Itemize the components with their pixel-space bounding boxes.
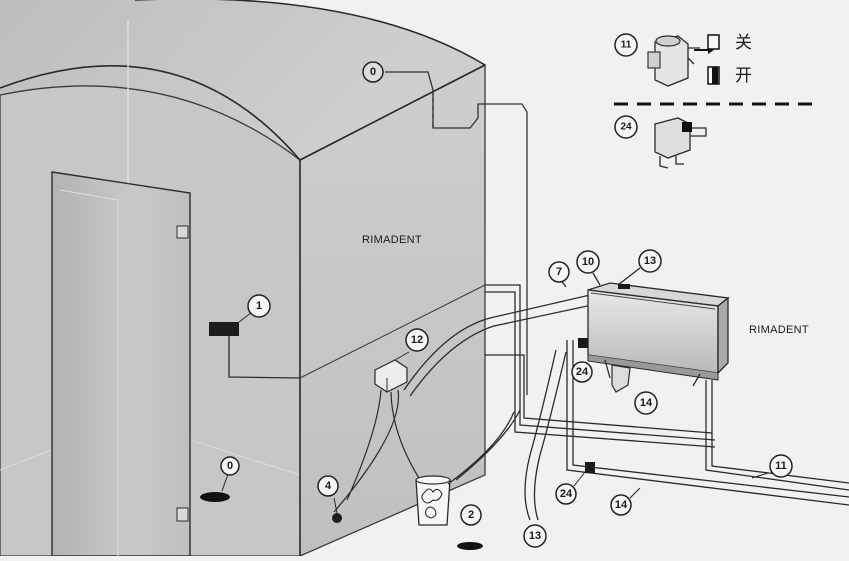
ceiling-steam-line bbox=[385, 71, 528, 395]
callouts: 0 1 0 4 12 2 7 10 bbox=[220, 33, 793, 548]
outer-floor-drain bbox=[457, 542, 483, 550]
legend-open-symbol: 开 bbox=[707, 66, 752, 86]
svg-text:12: 12 bbox=[411, 334, 423, 346]
callout-steam-pipe: 7 bbox=[548, 261, 570, 283]
svg-text:0: 0 bbox=[370, 66, 376, 78]
door-hinge-top bbox=[176, 225, 189, 239]
svg-text:24: 24 bbox=[576, 366, 589, 378]
svg-text:0: 0 bbox=[227, 460, 233, 472]
callout-generator-drain: 14 bbox=[634, 391, 658, 415]
side-panel-divider bbox=[299, 284, 486, 379]
legend: 关 开 bbox=[614, 33, 812, 169]
roof-edge bbox=[299, 64, 486, 161]
callout-floor-drain-inside: 0 bbox=[220, 456, 240, 476]
lower-water-valve[interactable] bbox=[585, 462, 595, 473]
legend-close-label: 关 bbox=[735, 33, 752, 53]
enclosure-label: RIMADENT bbox=[362, 234, 422, 246]
callout-ceiling-vent: 0 bbox=[362, 61, 384, 83]
generator-inlet-port bbox=[578, 338, 588, 348]
callout-wall-control: 1 bbox=[247, 294, 271, 318]
drain-bucket bbox=[415, 475, 451, 526]
svg-text:14: 14 bbox=[615, 499, 628, 511]
svg-text:11: 11 bbox=[621, 40, 632, 51]
valve-legend-icon bbox=[647, 35, 714, 87]
legend-close-symbol: 关 bbox=[707, 33, 752, 53]
glass-door[interactable] bbox=[51, 171, 191, 557]
svg-text:13: 13 bbox=[644, 255, 656, 267]
svg-text:7: 7 bbox=[556, 266, 562, 278]
svg-text:11: 11 bbox=[775, 460, 787, 472]
door-hinge-bottom bbox=[176, 507, 189, 522]
generator-indicator bbox=[618, 284, 630, 289]
generator-drain-fitting bbox=[611, 364, 631, 393]
enclosure-roof-arch bbox=[0, 0, 486, 161]
svg-text:14: 14 bbox=[640, 397, 653, 409]
callout-generator-inlet: 24 bbox=[571, 361, 593, 383]
svg-text:10: 10 bbox=[582, 256, 594, 268]
solenoid-legend-icon bbox=[654, 117, 707, 169]
callout-legend-solenoid: 24 bbox=[614, 115, 638, 139]
svg-text:2: 2 bbox=[468, 509, 474, 521]
callout-junction-box: 12 bbox=[405, 328, 429, 352]
legend-open-label: 开 bbox=[735, 66, 752, 86]
wall-control-panel[interactable] bbox=[209, 311, 301, 379]
callout-water-valve-lower: 24 bbox=[555, 471, 586, 505]
svg-text:24: 24 bbox=[620, 122, 632, 133]
callout-generator-top-left: 10 bbox=[576, 250, 600, 274]
callout-floor-valve: 4 bbox=[317, 475, 339, 497]
callout-generator-top-right: 13 bbox=[638, 249, 662, 273]
svg-text:13: 13 bbox=[529, 530, 541, 542]
steam-generator[interactable] bbox=[578, 282, 730, 393]
svg-text:4: 4 bbox=[325, 480, 332, 492]
callout-legend-valve: 11 bbox=[614, 33, 638, 57]
callout-water-pipe-lower: 14 bbox=[610, 487, 641, 516]
svg-text:1: 1 bbox=[256, 300, 262, 312]
svg-text:24: 24 bbox=[560, 488, 573, 500]
pipework bbox=[403, 267, 849, 521]
callout-hose-bottom: 13 bbox=[523, 524, 547, 548]
generator-label: RIMADENT bbox=[749, 324, 809, 336]
floor-drain-inside bbox=[200, 473, 230, 502]
floor-valve[interactable] bbox=[332, 497, 342, 523]
callout-bucket-drain: 2 bbox=[460, 504, 482, 526]
callout-water-pipe-right: 11 bbox=[751, 454, 793, 479]
